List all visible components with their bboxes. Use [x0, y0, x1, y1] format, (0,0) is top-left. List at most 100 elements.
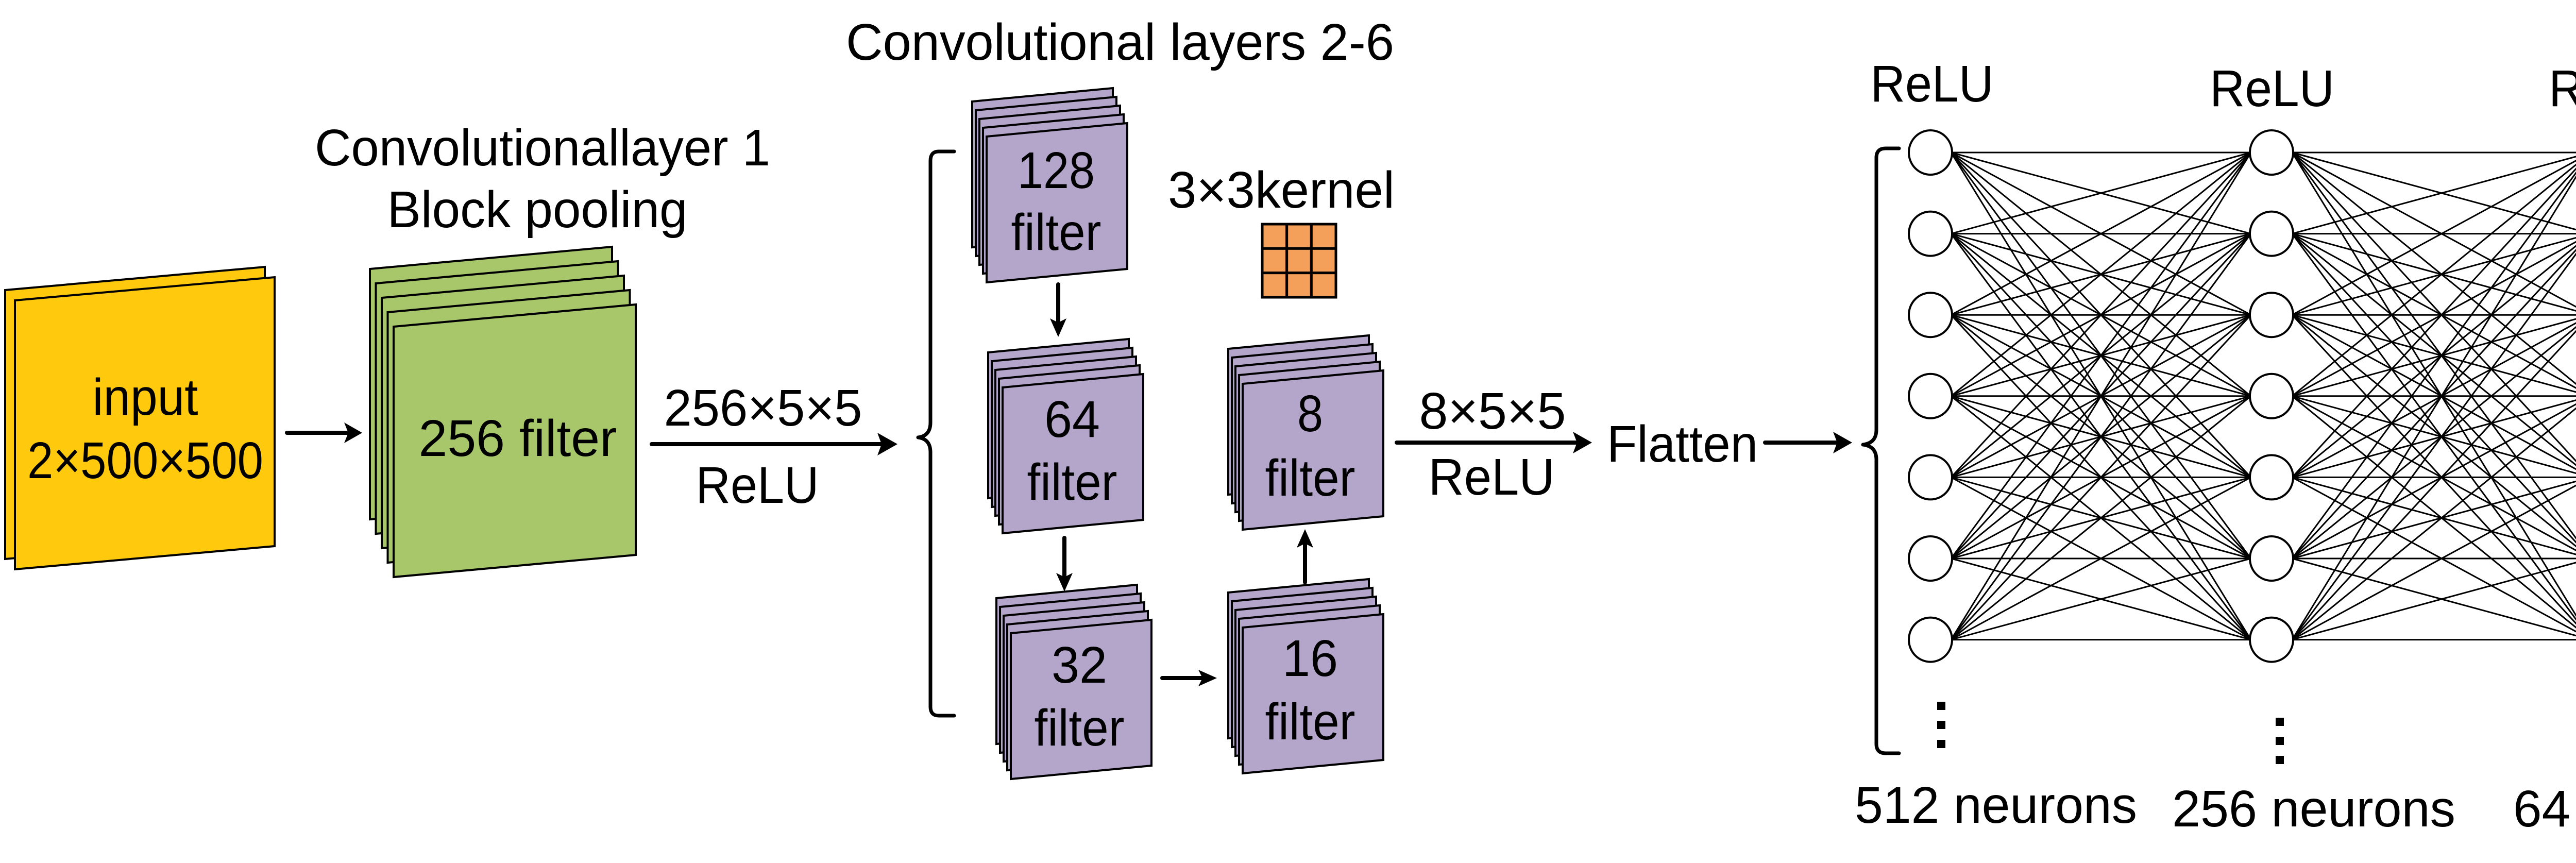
- flatten-label: Flatten: [1607, 415, 1758, 473]
- input-sheet: [14, 276, 276, 571]
- dense1-neuron: [1908, 616, 1953, 663]
- connection-edge: [1951, 395, 2251, 640]
- conv2-filter-count: 128: [1018, 142, 1095, 199]
- dense3-activation: ReLU: [2549, 60, 2576, 117]
- kernel-label: 3×3kernel: [1168, 161, 1395, 219]
- conv-stack-32: [995, 583, 1153, 781]
- arrow-head-icon: [344, 422, 362, 443]
- conv5-filter-word: filter: [1265, 693, 1355, 751]
- input-label: input: [93, 368, 198, 426]
- dense2-neuron: [2249, 373, 2294, 419]
- connection-edge: [1951, 477, 2251, 640]
- arrow-head-icon: [1833, 432, 1852, 453]
- arrow-conv5-to-conv6: [1297, 529, 1313, 584]
- conv6-filter-word: filter: [1265, 449, 1355, 507]
- input-volume: [4, 265, 276, 571]
- dense1-neuron: [1908, 129, 1953, 176]
- kernel-cell: [1261, 223, 1289, 250]
- ellipsis-dot: [2276, 718, 2284, 726]
- input-shape-label: 2×500×500: [27, 432, 263, 489]
- connection-edge: [1950, 151, 2252, 478]
- conv-stack-8: [1227, 334, 1384, 531]
- kernel-cell: [1261, 247, 1289, 275]
- dense1-neuron: [1908, 210, 1953, 257]
- dense-connections: [1950, 151, 2576, 641]
- conv3-filter-count: 64: [1044, 391, 1100, 448]
- arrow-head-icon: [1573, 432, 1592, 453]
- dense1-neuron: [1908, 454, 1953, 501]
- connection-edge: [2291, 233, 2576, 621]
- connection-edge: [2292, 156, 2576, 235]
- arrow-head-icon: [1056, 573, 1073, 591]
- conv1-sheet: [393, 303, 637, 579]
- connection-edge: [2292, 160, 2576, 316]
- kernel-cell: [1285, 223, 1313, 250]
- dense2-neuron: [2249, 535, 2294, 582]
- conv-stack-64: [987, 337, 1144, 535]
- dense1-neuron: [1908, 373, 1953, 419]
- conv1-subtitle: Block pooling: [387, 181, 688, 239]
- arrow-flatten-to-dense: [1763, 432, 1852, 453]
- conv-block-title: Convolutional layers 2-6: [846, 13, 1394, 71]
- conv5-filter-count: 16: [1282, 630, 1338, 687]
- connection-edge: [2292, 163, 2576, 397]
- ellipsis-dot: [2276, 756, 2284, 764]
- connection-edge: [1951, 151, 2251, 235]
- dense1-activation: ReLU: [1871, 55, 1994, 113]
- arrow-conv-block-to-flatten: [1395, 432, 1592, 453]
- connection-edge: [2292, 233, 2576, 466]
- conv4-filter-count: 32: [1052, 636, 1107, 694]
- conv6-filter-count: 8: [1297, 385, 1323, 443]
- ellipsis-dot: [1937, 702, 1945, 710]
- connection-edge: [2292, 151, 2576, 385]
- kernel-cell: [1285, 247, 1313, 275]
- conv1-title: Convolutionallayer 1: [315, 119, 770, 177]
- dense-input-brace: [1861, 146, 1901, 755]
- conv-stack-16: [1227, 578, 1384, 775]
- conv-64-sheet: [1002, 373, 1144, 535]
- connection-edge: [1950, 152, 2252, 559]
- conv2-filter-word: filter: [1011, 204, 1101, 261]
- dense1-neuron: [1908, 535, 1953, 582]
- kernel-grid-icon: [1261, 223, 1337, 299]
- arrow-conv2-to-conv3: [1050, 282, 1066, 337]
- ellipsis-icon: [1937, 702, 1945, 748]
- conv-block-activation: ReLU: [1429, 448, 1555, 506]
- conv1-output-shape: 256×5×5: [664, 379, 862, 437]
- arrow-head-icon: [877, 433, 897, 455]
- connection-edge: [2291, 330, 2576, 640]
- connection-edge: [2291, 175, 2576, 640]
- connection-edge: [2292, 562, 2576, 641]
- connection-edge: [2292, 395, 2576, 629]
- connection-edge: [1951, 151, 2251, 316]
- conv1-filter-label: 256 filter: [419, 410, 617, 467]
- arrow-conv3-to-conv4: [1056, 536, 1073, 591]
- connection-edge: [2292, 484, 2576, 640]
- connection-edge: [2291, 152, 2576, 540]
- conv-block-brace: [916, 149, 956, 718]
- connection-edge: [1951, 151, 2251, 397]
- kernel-cell: [1285, 272, 1313, 299]
- ellipsis-icon: [2276, 718, 2284, 764]
- connection-edge: [2292, 314, 2576, 548]
- arrow-head-icon: [1198, 670, 1217, 686]
- arrow-input-to-conv1: [285, 422, 362, 443]
- connection-edge: [2291, 252, 2576, 640]
- connection-edge: [2292, 407, 2576, 640]
- conv-16-sheet: [1242, 613, 1384, 775]
- dense1-neuron: [1908, 292, 1953, 339]
- connection-edge: [1950, 152, 2252, 640]
- connection-edge: [2292, 326, 2576, 560]
- dense2-neuron: [2249, 292, 2294, 339]
- kernel-cell: [1310, 272, 1337, 299]
- arrow-conv4-to-conv5: [1160, 670, 1217, 686]
- arrow-conv1-to-conv-block: [650, 433, 897, 455]
- dense2-neuron: [2249, 129, 2294, 176]
- connection-edge: [1950, 314, 2252, 640]
- conv3-filter-word: filter: [1027, 453, 1117, 511]
- dense2-neuron: [2249, 210, 2294, 257]
- kernel-cell: [1261, 272, 1289, 299]
- dense2-caption: 256 neurons: [2172, 780, 2455, 838]
- kernel-cell: [1310, 223, 1337, 250]
